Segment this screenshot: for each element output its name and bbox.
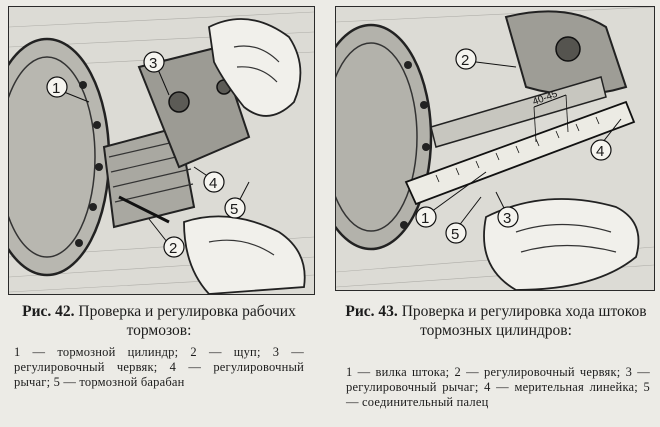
figure-42-caption: Рис. 42. Проверка и регулировка рабочих … (10, 302, 308, 340)
fig43-callout-2: 2 (461, 52, 469, 69)
fig42-callout-3: 3 (149, 55, 157, 72)
figure-43-title: Проверка и регулировка хода штоков тормо… (401, 303, 647, 339)
figure-43-drawing: 40-45 1 2 3 4 5 (336, 7, 654, 290)
figure-43-illustration: 40-45 1 2 3 4 5 (335, 6, 655, 291)
figure-42-title: Проверка и регулировка рабочих тормозов: (78, 303, 296, 339)
fig43-callout-1: 1 (421, 210, 429, 227)
figure-43-legend-text: 1 — вилка штока; 2 — регулировочный черв… (346, 365, 650, 409)
fig43-callout-3: 3 (503, 210, 511, 227)
figure-42-number: Рис. 42. (22, 303, 75, 320)
fig42-callout-1: 1 (52, 80, 60, 97)
figure-43-caption: Рис. 43. Проверка и регулировка хода што… (340, 302, 652, 340)
figure-43-legend: 1 — вилка штока; 2 — регулировочный черв… (346, 365, 650, 410)
fig42-callout-4: 4 (209, 175, 217, 192)
figure-42-drawing: 1 2 3 4 5 (9, 7, 314, 294)
figure-42-legend-text: 1 — тормозной цилиндр; 2 — щуп; 3 — регу… (14, 345, 304, 389)
figure-42-illustration: 1 2 3 4 5 (8, 6, 315, 295)
figure-43-number: Рис. 43. (345, 303, 398, 320)
figure-42-legend: 1 — тормозной цилиндр; 2 — щуп; 3 — регу… (14, 345, 304, 390)
fig43-callout-5: 5 (451, 226, 459, 243)
fig43-callout-4: 4 (596, 143, 604, 160)
fig42-callout-5: 5 (230, 201, 238, 218)
fig42-callout-2: 2 (169, 240, 177, 257)
